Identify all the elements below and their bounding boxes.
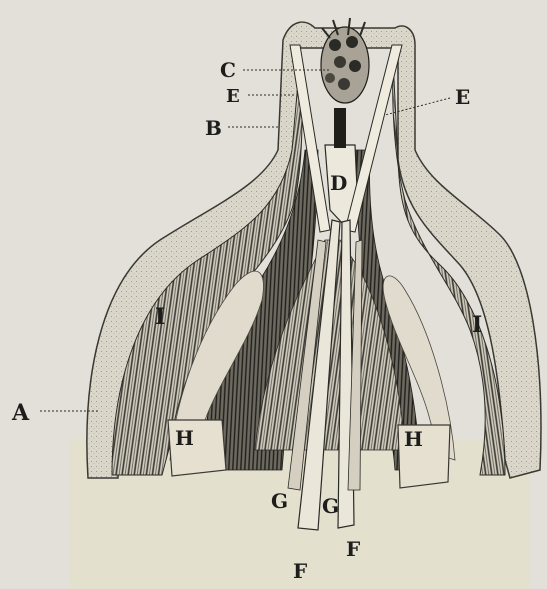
duct: [334, 108, 346, 148]
label-g-right: G: [322, 494, 339, 518]
label-b: B: [205, 116, 222, 140]
label-c: C: [220, 58, 236, 82]
label-e-left: E: [226, 86, 240, 107]
label-h-right: H: [404, 427, 423, 451]
label-e-right: E: [455, 85, 470, 109]
label-i-left: I: [155, 304, 165, 330]
label-a: A: [11, 400, 30, 426]
label-f-left: F: [293, 559, 307, 583]
label-i-right: I: [472, 312, 482, 338]
label-f-right: F: [346, 537, 360, 561]
label-g-left: G: [271, 489, 288, 513]
label-h-left: H: [175, 426, 194, 450]
label-d: D: [330, 171, 347, 195]
